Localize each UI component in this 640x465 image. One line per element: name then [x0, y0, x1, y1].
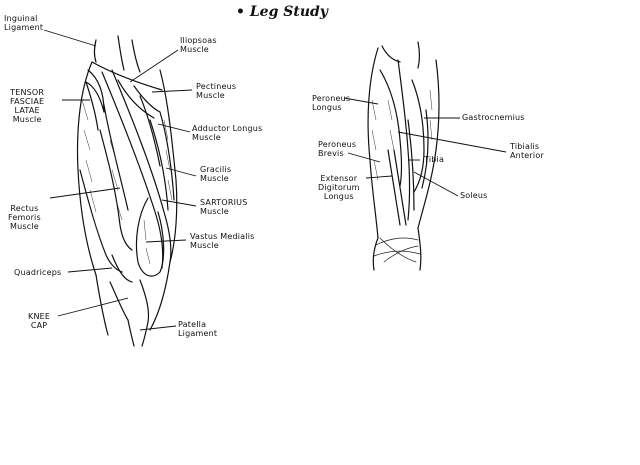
label-tibia: Tibia	[424, 155, 445, 164]
calf-drawing	[367, 41, 440, 271]
thigh-drawing	[76, 35, 178, 347]
page-title: • Leg Study	[236, 4, 328, 20]
label-gastrocnemius: Gastrocnemius	[462, 113, 525, 122]
label-soleus: Soleus	[460, 191, 488, 200]
leader-lines	[43, 29, 507, 331]
label-quadriceps: Quadriceps	[14, 268, 62, 277]
